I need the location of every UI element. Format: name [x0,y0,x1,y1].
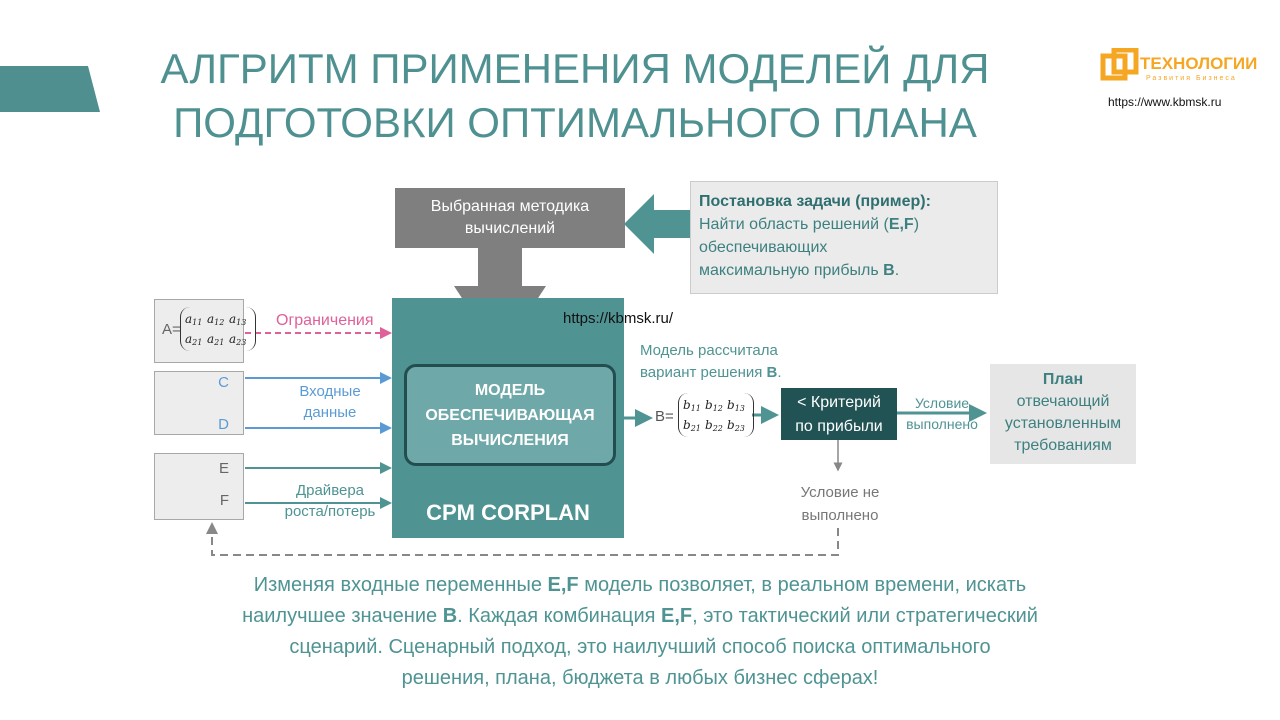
inputs-cd-box: C D [154,371,244,435]
site-url[interactable]: https://www.kbmsk.ru [1108,95,1222,109]
inputs-ef-box: E F [154,453,244,520]
summary-text: Изменяя входные переменные E,F модель по… [242,574,1038,689]
page-title: АЛГРИТМ ПРИМЕНЕНИЯ МОДЕЛЕЙ ДЛЯ ПОДГОТОВК… [60,42,1090,150]
result-caption: Модель рассчитала вариант решения B. [640,342,782,381]
matrix-cell: a13 [229,312,247,327]
matrix-b: b11 b12 b13 b21 b22 b23 [678,393,754,437]
matrix-a-box [154,299,244,363]
input-d-label: D [218,416,229,433]
input-f-label: F [219,492,229,509]
feedback-loop-line [206,522,839,556]
matrix-cell: b23 [727,418,745,433]
matrix-cell: a11 [185,312,203,327]
cpm-corplan-label: CPM CORPLAN [426,500,590,525]
matrix-cell: a21 [207,332,225,347]
matrix-cell: b22 [705,418,723,433]
matrix-cell: a12 [207,312,225,327]
title-banner-accent [0,66,100,112]
matrix-b-label: B= [655,408,674,425]
matrix-cell: a21 [185,332,203,347]
logo-squares-icon [1100,47,1139,81]
matrix-a-label: A= [162,321,181,338]
input-e-label: E [218,460,229,477]
company-logo: ТЕХНОЛОГИИ Развития Бизнеса [1100,47,1260,88]
task-statement-box: Постановка задачи (пример): Найти област… [690,181,998,294]
task-left-arrow [624,194,690,254]
input-c-label: C [218,374,229,391]
matrix-cell: b21 [683,418,701,433]
logo-name: ТЕХНОЛОГИИ [1140,54,1258,73]
watermark-url: https://kbmsk.ru/ [563,310,674,327]
matrix-cell: a23 [229,332,247,347]
matrix-cell: b11 [683,398,701,413]
title-line-1: АЛГРИТМ ПРИМЕНЕНИЯ МОДЕЛЕЙ ДЛЯ [160,45,990,92]
title-line-2: ПОДГОТОВКИ ОПТИМАЛЬНОГО ПЛАНА [173,99,977,146]
constraints-label: Ограничения [276,312,374,329]
matrix-cell: b12 [705,398,723,413]
logo-tagline: Развития Бизнеса [1146,75,1237,82]
task-heading: Постановка задачи (пример): [699,193,931,210]
matrix-a: a11 a12 a13 a21 a21 a23 [180,307,256,351]
matrix-cell: b13 [727,398,745,413]
